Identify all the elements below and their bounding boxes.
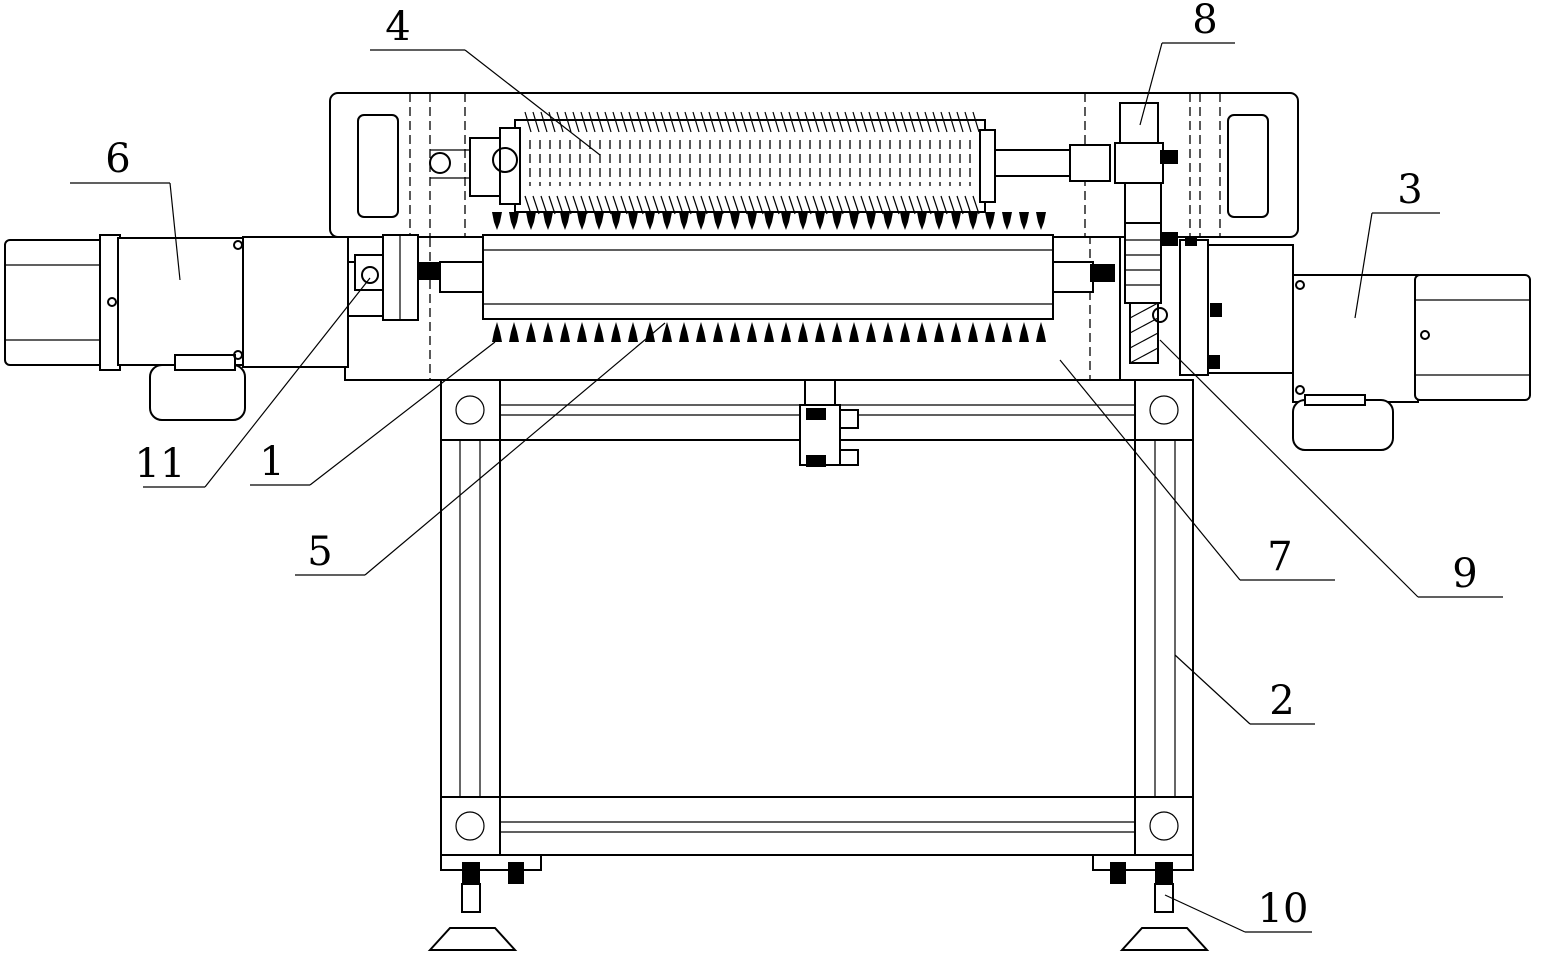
callout-10: 10 bbox=[1164, 886, 1312, 933]
callout-label-2: 2 bbox=[1269, 678, 1294, 724]
callout-8: 8 bbox=[1139, 0, 1235, 126]
callout-label-5: 5 bbox=[307, 529, 332, 575]
callout-label-3: 3 bbox=[1397, 167, 1422, 213]
callout-4: 4 bbox=[370, 4, 601, 156]
callout-5: 5 bbox=[295, 322, 666, 576]
callout-7: 7 bbox=[1059, 359, 1335, 581]
callout-11: 11 bbox=[135, 277, 371, 488]
callout-2: 2 bbox=[1174, 654, 1315, 725]
left-foot bbox=[427, 862, 524, 951]
callout-label-8: 8 bbox=[1192, 0, 1217, 43]
callout-label-10: 10 bbox=[1258, 886, 1309, 932]
callout-9: 9 bbox=[1159, 339, 1503, 598]
right-motor bbox=[1199, 244, 1531, 451]
callout-label-9: 9 bbox=[1452, 551, 1477, 597]
callout-label-6: 6 bbox=[105, 136, 130, 182]
callout-3: 3 bbox=[1354, 167, 1440, 319]
callout-label-4: 4 bbox=[385, 4, 410, 50]
callout-label-11: 11 bbox=[135, 441, 186, 487]
main-roller bbox=[344, 212, 1121, 381]
callout-label-1: 1 bbox=[259, 439, 284, 485]
callout-6: 6 bbox=[70, 136, 181, 281]
right-foot bbox=[1110, 862, 1210, 951]
brush-roller bbox=[429, 111, 1111, 215]
callout-1: 1 bbox=[250, 341, 496, 486]
callout-label-7: 7 bbox=[1267, 534, 1292, 580]
left-motor bbox=[4, 234, 349, 421]
center-bracket bbox=[799, 379, 859, 467]
transmission bbox=[1114, 102, 1222, 376]
